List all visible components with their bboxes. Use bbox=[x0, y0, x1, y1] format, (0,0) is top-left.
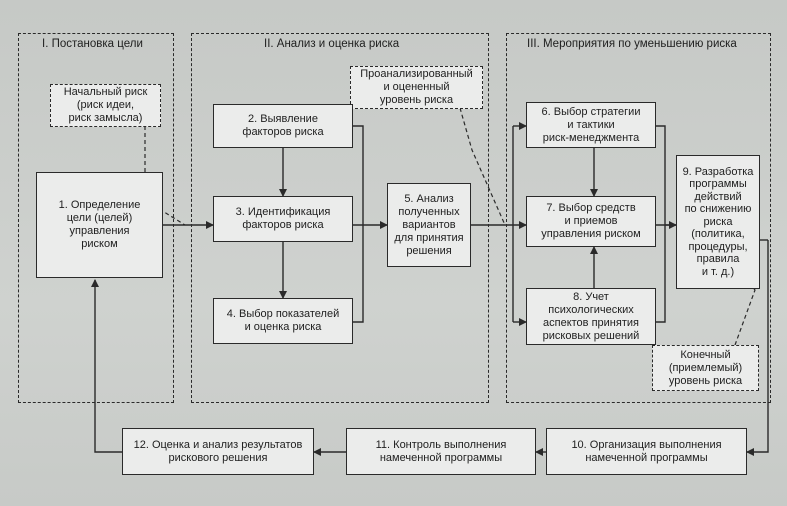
step-9-program: 9. Разработка программы действий по сниж… bbox=[676, 155, 760, 289]
step-4-choose-indicators: 4. Выбор показателей и оценка риска bbox=[213, 298, 353, 344]
step-7-means: 7. Выбор средств и приемов управления ри… bbox=[526, 196, 656, 247]
step-11-control: 11. Контроль выполнения намеченной прогр… bbox=[346, 428, 536, 475]
note-initial-risk: Начальный риск (риск идеи, риск замысла) bbox=[50, 84, 161, 127]
phase-1-title: I. Постановка цели bbox=[42, 38, 143, 50]
step-6-strategy: 6. Выбор стратегии и тактики риск-менедж… bbox=[526, 102, 656, 148]
note-final-risk: Конечный (приемлемый) уровень риска bbox=[652, 345, 759, 391]
phase-2-container bbox=[191, 33, 489, 403]
step-2-detect-factors: 2. Выявление факторов риска bbox=[213, 104, 353, 148]
step-5-analyze-variants: 5. Анализ полученных вариантов для приня… bbox=[387, 183, 471, 267]
step-12-evaluate: 12. Оценка и анализ результатов рисковог… bbox=[122, 428, 314, 475]
step-1-define-goals: 1. Определение цели (целей) управления р… bbox=[36, 172, 163, 278]
step-10-organize: 10. Организация выполнения намеченной пр… bbox=[546, 428, 747, 475]
step-8-psychology: 8. Учет психологических аспектов приняти… bbox=[526, 288, 656, 345]
step-3-identify-factors: 3. Идентификация факторов риска bbox=[213, 196, 353, 242]
phase-3-title: III. Мероприятия по уменьшению риска bbox=[527, 38, 737, 50]
phase-2-title: II. Анализ и оценка риска bbox=[264, 38, 400, 50]
note-analyzed-risk: Проанализированный и оцененный уровень р… bbox=[350, 66, 483, 109]
phase-3-container bbox=[506, 33, 771, 403]
